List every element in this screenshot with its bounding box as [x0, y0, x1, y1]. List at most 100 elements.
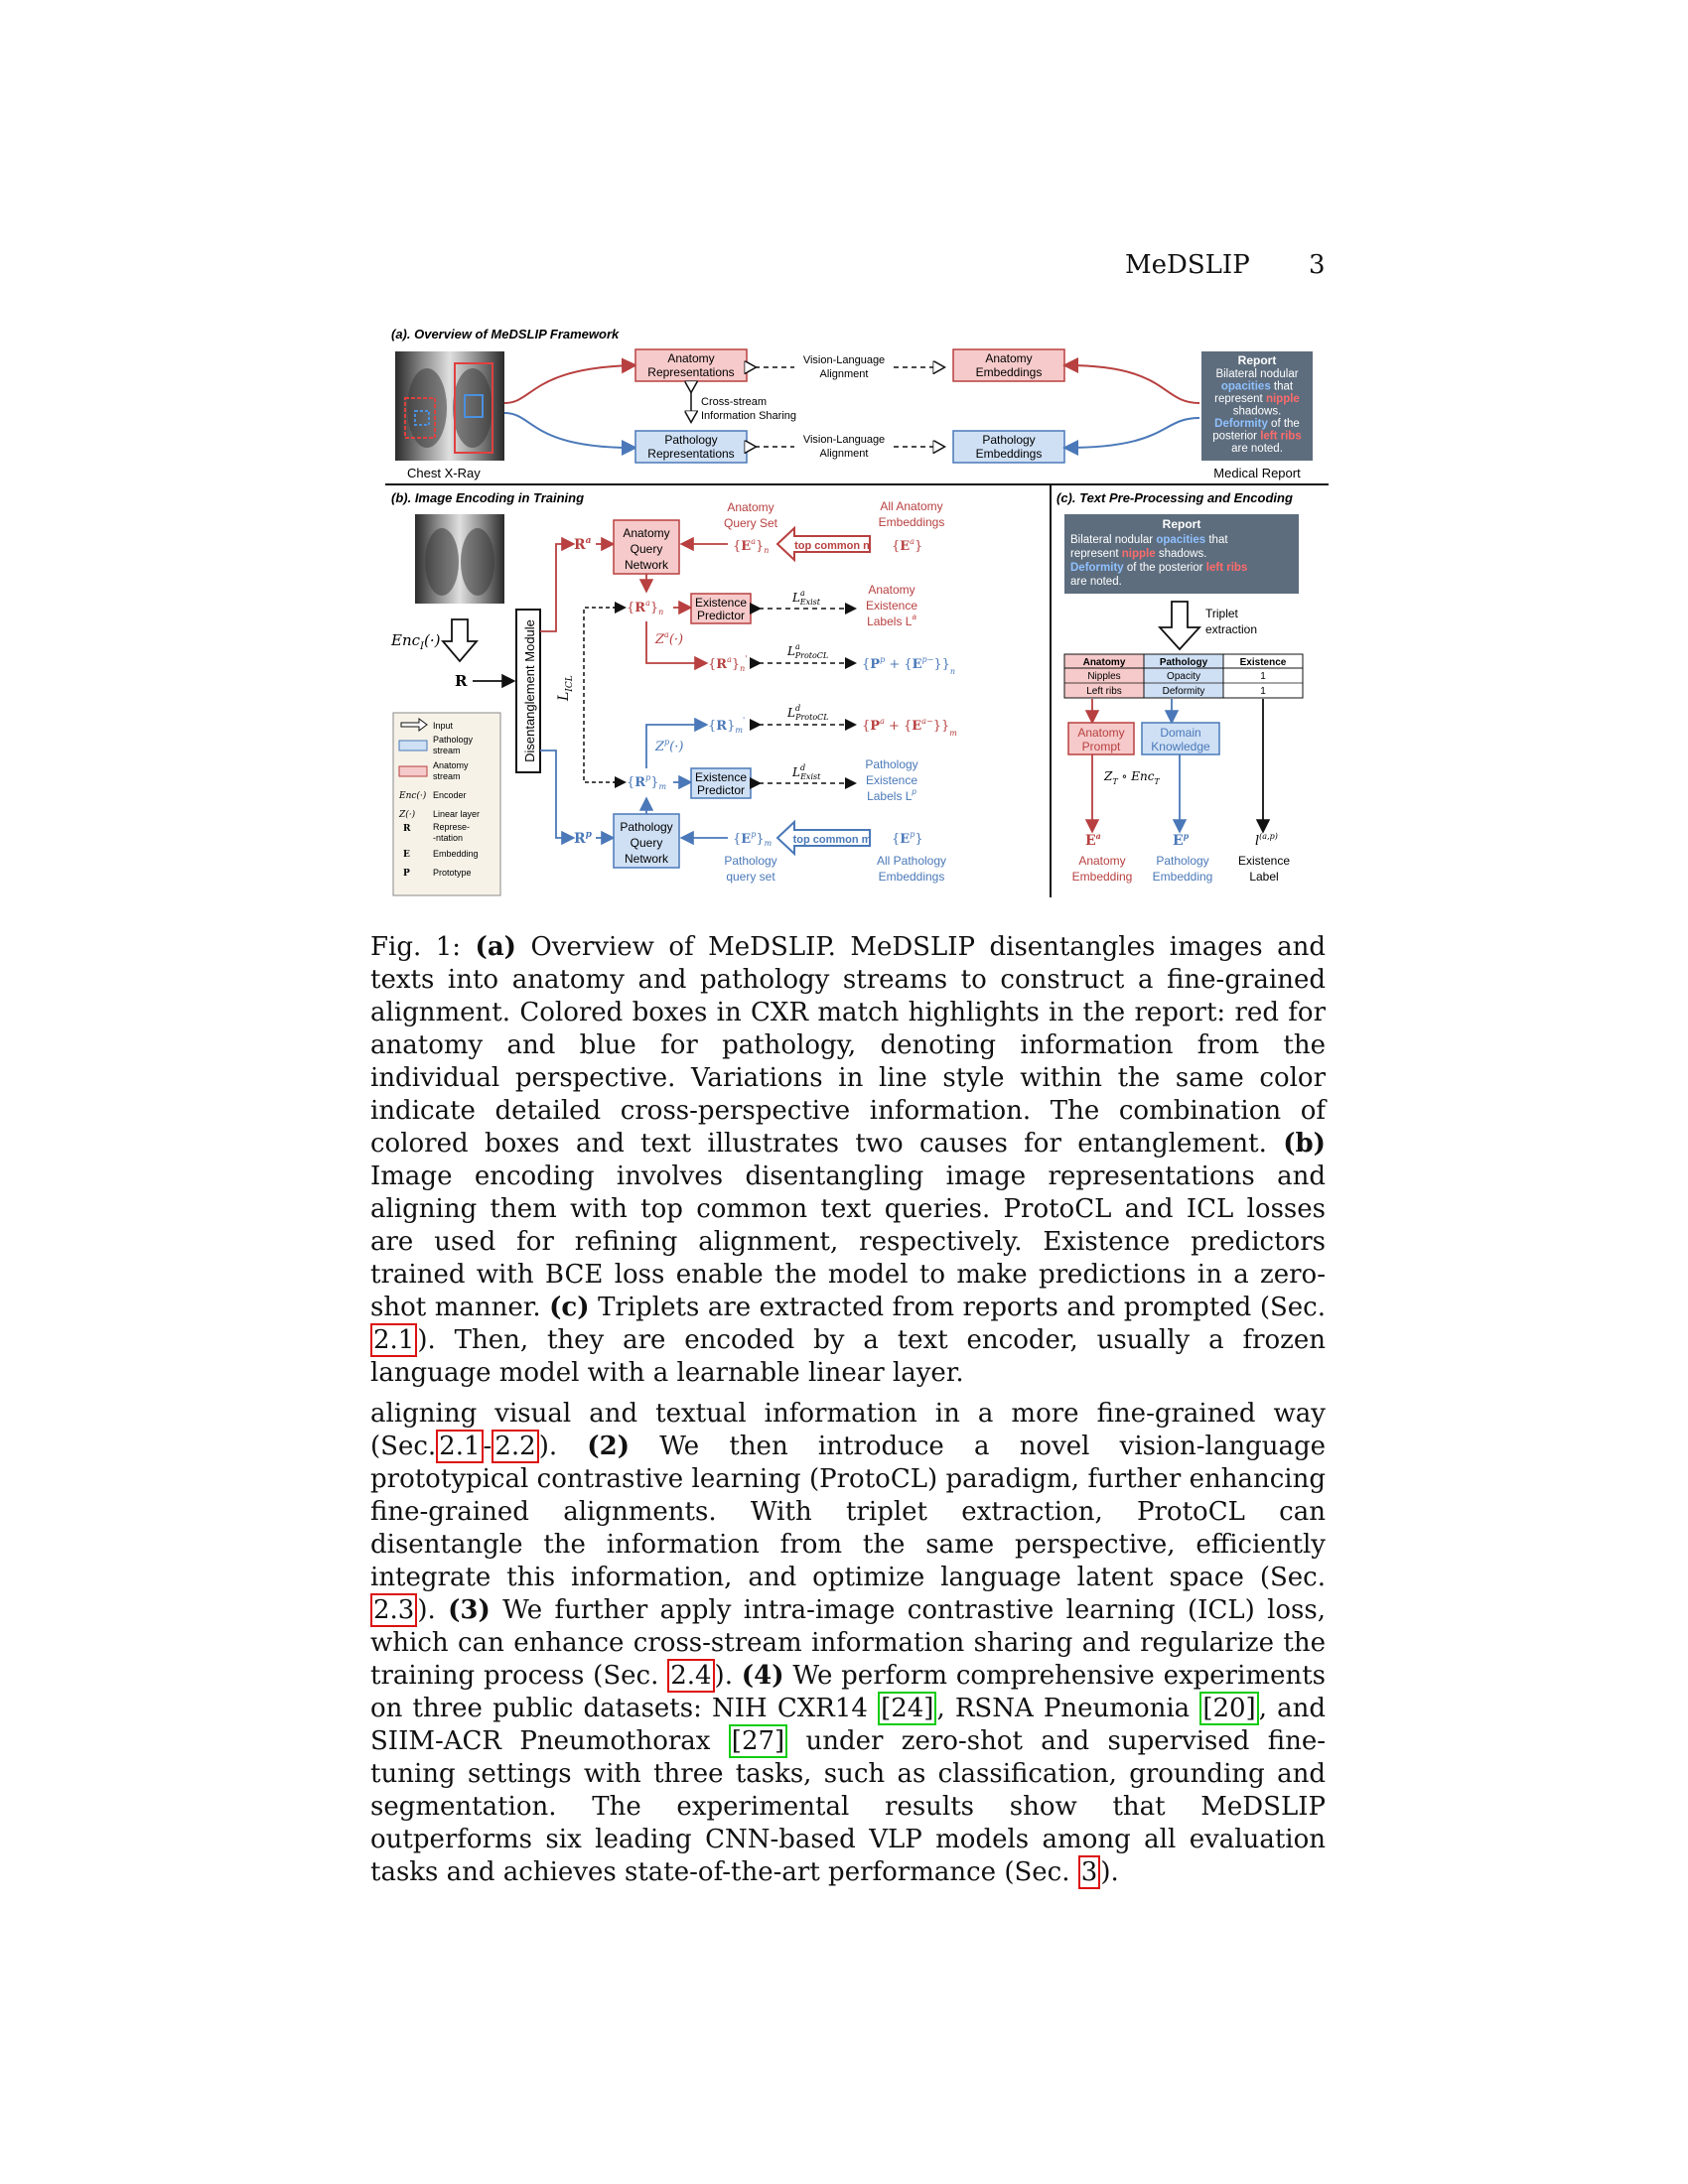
- svg-text:1: 1: [1260, 686, 1266, 697]
- figure-caption: Fig. 1: (a) Overview of MeDSLIP. MeDSLIP…: [370, 932, 1326, 1388]
- cite-27[interactable]: [27]: [728, 1724, 788, 1758]
- Rp-label: Rp: [574, 830, 593, 847]
- svg-text:Anatomy: Anatomy: [1083, 657, 1126, 668]
- svg-text:Embeddings: Embeddings: [879, 870, 945, 884]
- report-line: represent nipple: [1214, 393, 1300, 405]
- svg-text:Label: Label: [1249, 870, 1278, 884]
- svg-text:top common n: top common n: [794, 540, 870, 552]
- body-paragraph: aligning visual and textual information …: [370, 1399, 1326, 1889]
- svg-text:Prototype: Prototype: [433, 868, 472, 878]
- svg-text:Opacity: Opacity: [1167, 671, 1200, 682]
- report-line: shadows.: [1233, 406, 1282, 418]
- svg-text:Representations: Representations: [647, 447, 734, 461]
- panel-c-title: (c). Text Pre-Processing and Encoding: [1056, 490, 1293, 505]
- svg-text:{Ep}m: {Ep}m: [733, 830, 773, 848]
- svg-text:Left ribs: Left ribs: [1086, 686, 1122, 697]
- svg-text:Prompt: Prompt: [1082, 740, 1121, 753]
- svg-text:Query: Query: [631, 542, 663, 556]
- svg-text:Pathology: Pathology: [620, 820, 672, 834]
- svg-text:Zp(·): Zp(·): [654, 738, 683, 754]
- cite-20[interactable]: [20]: [1199, 1692, 1259, 1725]
- svg-text:P: P: [403, 869, 410, 879]
- svg-text:{R}m': {R}m': [708, 716, 745, 735]
- svg-text:Labels Lp: Labels Lp: [867, 787, 916, 803]
- svg-text:Query: Query: [631, 836, 663, 850]
- svg-text:Vision-Language: Vision-Language: [803, 434, 885, 446]
- top-common-n-arrow: [775, 525, 871, 563]
- svg-text:Existence: Existence: [1238, 854, 1290, 868]
- icl-loss-label: LICL: [556, 675, 575, 702]
- cite-24[interactable]: [24]: [878, 1692, 937, 1725]
- report-line: Bilateral nodular: [1215, 368, 1298, 380]
- svg-text:Pathology: Pathology: [724, 854, 776, 868]
- report-box-a: [1201, 351, 1313, 461]
- report-line: represent nipple shadows.: [1070, 548, 1206, 560]
- svg-text:Alignment: Alignment: [820, 448, 869, 460]
- svg-text:Embeddings: Embeddings: [976, 365, 1043, 379]
- svg-text:Encoder: Encoder: [433, 790, 467, 800]
- ref-sec-2-4[interactable]: 2.4: [667, 1659, 715, 1693]
- svg-text:Input: Input: [433, 721, 454, 731]
- svg-text:Pathology: Pathology: [1160, 657, 1208, 668]
- svg-text:R: R: [455, 672, 468, 690]
- ref-sec-2-2[interactable]: 2.2: [492, 1430, 539, 1463]
- text-encoder-label: ZT ∘ EncT: [1103, 769, 1160, 786]
- chest-xray-image: [395, 351, 504, 461]
- svg-text:Ep: Ep: [1173, 831, 1190, 849]
- chest-xray-label: Chest X-Ray: [407, 466, 481, 480]
- svg-text:Network: Network: [625, 558, 669, 572]
- svg-text:Pathology: Pathology: [865, 757, 917, 771]
- svg-text:{Pp + {Ep−}}n: {Pp + {Ep−}}n: [862, 655, 955, 676]
- svg-text:{Ra}n: {Ra}n: [627, 599, 663, 616]
- svg-text:Enc(·): Enc(·): [398, 790, 427, 801]
- panel-b-title: (b). Image Encoding in Training: [391, 490, 584, 505]
- svg-text:Existence: Existence: [695, 596, 747, 610]
- panel-a-title: (a). Overview of MeDSLIP Framework: [391, 327, 620, 341]
- svg-text:-ntation: -ntation: [433, 833, 463, 843]
- svg-text:Za(·): Za(·): [654, 630, 683, 647]
- svg-text:{Ra}n': {Ra}n': [708, 654, 748, 673]
- arrow-xray-anatomy: [503, 357, 637, 404]
- report-line: Deformity of the posterior left ribs: [1070, 562, 1247, 574]
- svg-text:R: R: [403, 824, 411, 834]
- ref-sec-2-1[interactable]: 2.1: [370, 1323, 418, 1357]
- svg-text:{Ea}n: {Ea}n: [733, 537, 769, 555]
- pathology-existence-predictor: [690, 767, 752, 799]
- svg-text:query set: query set: [726, 870, 775, 884]
- svg-text:Report: Report: [1238, 353, 1277, 367]
- page-number: 3: [1309, 250, 1326, 280]
- svg-text:Pathology: Pathology: [664, 433, 717, 447]
- svg-text:Z(·): Z(·): [398, 809, 416, 820]
- svg-text:Predictor: Predictor: [697, 783, 745, 797]
- svg-text:Information Sharing: Information Sharing: [701, 410, 796, 422]
- svg-text:Triplet: Triplet: [1205, 607, 1239, 620]
- figure-1: (a). Overview of MeDSLIP Framework Chest…: [385, 327, 1329, 897]
- report-line: posterior left ribs: [1212, 431, 1301, 443]
- ref-sec-3[interactable]: 3: [1077, 1855, 1101, 1889]
- svg-text:Vision-Language: Vision-Language: [803, 354, 885, 366]
- pathology-representations-box: [634, 430, 748, 464]
- svg-text:Anatomy: Anatomy: [985, 351, 1032, 365]
- svg-text:Disentanglement Module: Disentanglement Module: [522, 619, 537, 762]
- svg-text:All Anatomy: All Anatomy: [880, 499, 942, 513]
- arrow-xray-pathology: [503, 412, 637, 456]
- svg-text:{Pa + {Ea−}}m: {Pa + {Ea−}}m: [862, 717, 957, 738]
- svg-text:E: E: [403, 850, 410, 860]
- svg-text:Embedding: Embedding: [1072, 870, 1133, 884]
- svg-text:Anatomy: Anatomy: [1078, 854, 1125, 868]
- ref-sec-2-3[interactable]: 2.3: [370, 1593, 418, 1627]
- report-line: are noted.: [1231, 443, 1283, 455]
- svg-text:Report: Report: [1163, 517, 1201, 531]
- svg-text:l(a,p): l(a,p): [1255, 832, 1278, 849]
- ref-sec-2-1[interactable]: 2.1: [436, 1430, 484, 1463]
- report-line: Deformity of the: [1214, 418, 1300, 430]
- svg-text:{Ep}: {Ep}: [892, 830, 923, 847]
- svg-text:extraction: extraction: [1205, 622, 1257, 636]
- svg-text:stream: stream: [433, 771, 461, 781]
- medical-report-label: Medical Report: [1213, 466, 1301, 480]
- svg-text:{Ea}: {Ea}: [892, 537, 922, 554]
- svg-text:Existence: Existence: [1240, 657, 1287, 668]
- report-line: opacities that: [1221, 381, 1294, 393]
- svg-text:Alignment: Alignment: [820, 368, 869, 380]
